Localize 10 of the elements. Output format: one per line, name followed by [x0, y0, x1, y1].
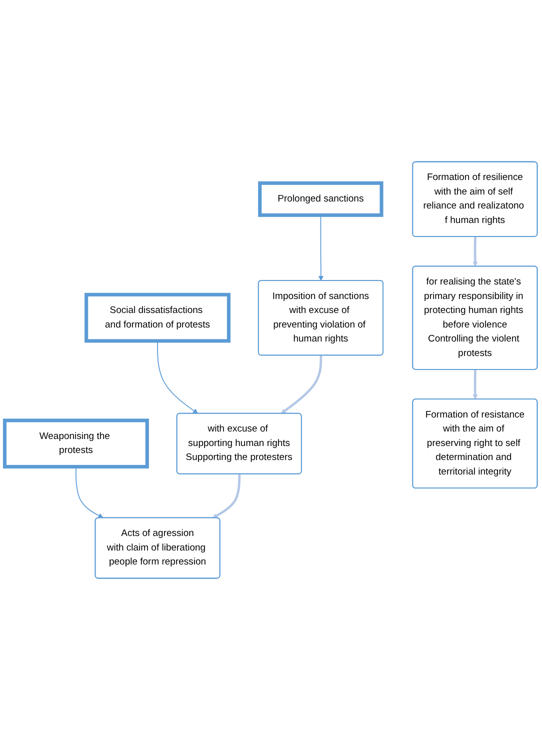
- arrow: [212, 474, 241, 518]
- arrow: [76, 466, 104, 518]
- node-box: Prolonged sanctions: [258, 180, 384, 216]
- arrow: [472, 236, 478, 266]
- arrow: [318, 214, 324, 280]
- arrow: [280, 354, 322, 414]
- node-box: Social dissatisfactions and formation of protests: [84, 292, 230, 342]
- arrow: [472, 369, 478, 400]
- node-box: Weaponising the protests: [2, 418, 149, 468]
- arrow: [157, 340, 198, 414]
